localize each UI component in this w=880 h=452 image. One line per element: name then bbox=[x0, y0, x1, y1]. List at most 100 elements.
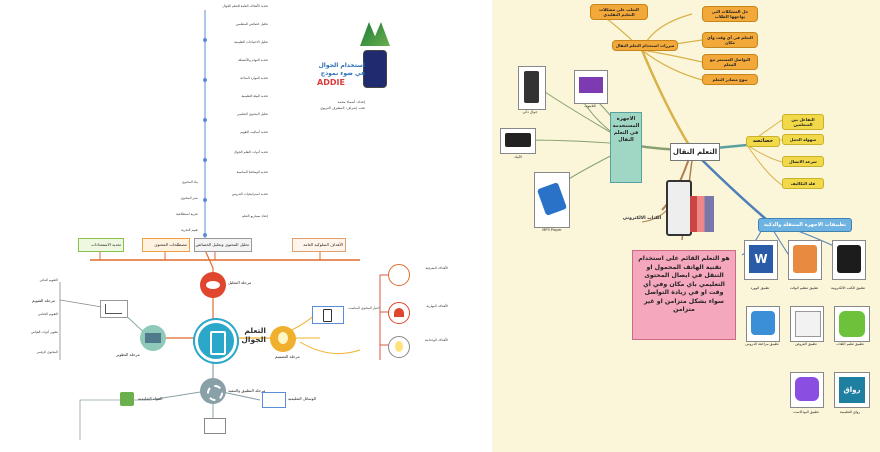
book-title-line: استخدام الجوال bbox=[318, 62, 365, 69]
mobile-icon bbox=[323, 309, 332, 322]
gears-icon bbox=[207, 385, 223, 401]
right-mindmap-panel: التعلم النقال مبررات استخدام التعلم النق… bbox=[492, 0, 880, 452]
top-card: الأهداف السلوكية العامة bbox=[292, 238, 346, 252]
phone-icon bbox=[210, 331, 226, 355]
side-note: تجربة استطلاعية bbox=[176, 212, 198, 216]
analysis-stage-node bbox=[200, 272, 226, 298]
feature-item: سهولة الحمل bbox=[782, 134, 824, 145]
book-title-line: في ضوء نموذج bbox=[320, 70, 365, 77]
implementation-stage-node bbox=[200, 378, 226, 404]
device-caption: اللابتوب bbox=[584, 104, 596, 108]
app-cookbook[interactable] bbox=[788, 240, 822, 280]
panel-divider bbox=[485, 0, 492, 452]
author-line: إعداد: أسماء محمد bbox=[337, 100, 365, 104]
center-node bbox=[195, 320, 237, 362]
cognitive-goal-node bbox=[388, 264, 410, 286]
column-paragraph: تحليل خصائص المتعلمين bbox=[235, 22, 268, 26]
laptop-thumb bbox=[574, 70, 608, 104]
feature-item: قلة التكاليف bbox=[782, 178, 824, 189]
column-paragraph: تحديد الوسائط المناسبة bbox=[236, 170, 268, 174]
mp3-icon bbox=[536, 182, 568, 216]
column-paragraph: تحديد أساليب التقويم bbox=[240, 130, 268, 134]
left-connectors bbox=[59, 10, 400, 440]
column-paragraph: تحديد استراتيجيات التدريس bbox=[231, 192, 268, 196]
presenter-node bbox=[204, 418, 226, 434]
column-paragraph: إعداد سيناريو التعلم bbox=[242, 214, 268, 218]
center-label: التعلم الجوال bbox=[241, 326, 266, 344]
books-icon bbox=[690, 196, 714, 232]
features-hub: خصائصه bbox=[746, 136, 780, 147]
ebook-thumb bbox=[664, 176, 716, 238]
app-caption: تطبيق تعليم اللغات bbox=[836, 342, 864, 346]
evaluation-item: تطوير أدوات القياس bbox=[31, 330, 58, 334]
design-item-label: اختيار المحتوى المناسب bbox=[348, 306, 380, 310]
robot-icon bbox=[751, 311, 775, 335]
left-mindmap-panel: تحديد الأهداف العامة للتعلم الجوال تحليل… bbox=[31, 4, 448, 440]
bulb-icon bbox=[395, 341, 403, 352]
app-rwaq[interactable]: رواق bbox=[834, 372, 870, 408]
development-stage-node bbox=[140, 325, 166, 351]
mp3-thumb bbox=[534, 172, 570, 228]
podcast-icon bbox=[795, 377, 819, 401]
apps-hub: تطبيقات الاجهزة المتنقلة والذكية bbox=[758, 218, 852, 232]
design-item bbox=[312, 306, 344, 324]
central-node: التعلم النقال bbox=[670, 143, 720, 161]
design-stage-label: مرحلة التصميم bbox=[275, 354, 300, 359]
eye-icon bbox=[206, 281, 220, 289]
app-caption: تطبيق العروض bbox=[795, 342, 817, 346]
side-note: تقييم التجربة bbox=[181, 228, 198, 232]
top-card: مصطلحات المحتوى bbox=[142, 238, 190, 252]
prezi-icon bbox=[795, 311, 821, 337]
phone-icon bbox=[363, 50, 387, 88]
ipad-thumb bbox=[500, 128, 536, 154]
ebook-label: الكتاب الالكتروني bbox=[622, 216, 662, 221]
use-item: التواصل المستمر مع المعلم bbox=[702, 54, 758, 70]
column-paragraph: تحديد الموارد المتاحة bbox=[240, 76, 268, 80]
use-item: تنوع مصادر التعلم bbox=[702, 74, 758, 85]
laptop-icon bbox=[579, 77, 603, 93]
author-line: تحت إشراف: المشرف التربوي bbox=[320, 106, 365, 110]
app-duolingo[interactable] bbox=[834, 306, 870, 342]
app-caption: تطبيق البودكاست bbox=[793, 410, 819, 414]
bubbles-icon bbox=[837, 245, 861, 273]
use-item: حل المشكلات التي يواجهها الطلاب bbox=[702, 6, 758, 22]
book-character-icon bbox=[793, 245, 817, 273]
design-item-label: الأهداف الوجدانية bbox=[425, 338, 448, 342]
definition-box: هو التعلم القائم على استخدام تقنية الهات… bbox=[632, 250, 736, 340]
evaluation-node bbox=[100, 300, 128, 318]
top-card-label: تحليل المحتوى وتحليل الخصائص bbox=[195, 242, 250, 247]
column-paragraph: تحديد الأهداف العامة للتعلم الجوال bbox=[222, 4, 268, 8]
use-item: التعلم في أي وقت وأي مكان bbox=[702, 32, 758, 48]
top-card: تحليل المحتوى وتحليل الخصائص bbox=[194, 238, 252, 252]
puzzle-node bbox=[120, 392, 134, 406]
design-item-label: الأهداف المهارية bbox=[426, 304, 448, 308]
book-cover: استخدام الجوال في ضوء نموذج ADDIE إعداد:… bbox=[305, 18, 395, 118]
design-stage-node bbox=[270, 326, 296, 352]
app-caption: تطبيق الوورد bbox=[750, 286, 770, 290]
devices-hub: الاجهزة المستخدمة في التعلم النقال bbox=[610, 112, 642, 183]
tablet-icon bbox=[505, 133, 531, 147]
app-bubbles[interactable] bbox=[832, 240, 866, 280]
app-prezi[interactable] bbox=[790, 306, 824, 342]
uses-hub: مبررات استخدام التعلم النقال bbox=[612, 40, 678, 51]
skill-goal-node bbox=[388, 302, 410, 324]
app-pebble[interactable] bbox=[746, 306, 780, 342]
bottom-item-label: الوسائل التعليمية bbox=[288, 396, 317, 401]
development-stage-label: مرحلة التطوير bbox=[116, 352, 140, 357]
app-podcast[interactable] bbox=[790, 372, 824, 408]
evaluation-item: التقويم البنائي bbox=[39, 278, 58, 282]
app-caption: تطبيق الكتب الالكترونية bbox=[830, 286, 866, 290]
design-item-label: الأهداف المعرفية bbox=[425, 266, 448, 270]
feature-item: التفاعل بين المتعلمين bbox=[782, 114, 824, 130]
app-word[interactable]: W bbox=[744, 240, 778, 280]
bottom-item-label: المواد التعليمية bbox=[138, 396, 163, 401]
column-paragraph: تحديد البيئة التعليمية bbox=[241, 94, 268, 98]
book-title-line: ADDIE bbox=[317, 78, 345, 87]
smartphone-thumb bbox=[518, 66, 546, 110]
app-caption: تطبيق مراجعة الدروس bbox=[745, 342, 779, 346]
analysis-stage-label: مرحلة التحليل bbox=[228, 280, 252, 285]
logo-icon bbox=[360, 22, 390, 46]
heart-icon bbox=[394, 308, 404, 317]
evaluation-item: التقويم الختامي bbox=[37, 312, 58, 316]
column-paragraph: تحليل المحتوى التعليمي bbox=[236, 112, 268, 116]
